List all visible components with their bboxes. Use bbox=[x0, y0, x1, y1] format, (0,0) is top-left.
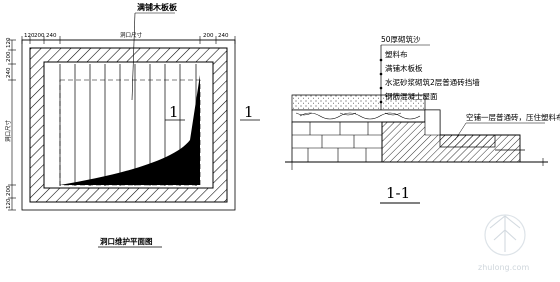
dim-left-120: 120 bbox=[6, 37, 12, 48]
section-mark-right: 1 bbox=[244, 103, 254, 121]
plan-caption: 洞口维护平面图 bbox=[99, 236, 153, 246]
section-mark-left: 1 bbox=[169, 103, 179, 121]
watermark: zhulong.com bbox=[478, 214, 529, 272]
dim-left-200: 200 bbox=[6, 51, 12, 62]
brick-wall-left bbox=[291, 121, 383, 163]
loose-brick-layer bbox=[439, 134, 496, 148]
dim-top-opening: 洞口尺寸 bbox=[120, 31, 143, 39]
dim-left-200-b: 200 bbox=[6, 185, 12, 196]
plank-layer bbox=[291, 109, 426, 123]
dim-top-240-a: 240 bbox=[46, 33, 57, 39]
dim-top-200-b: 200 bbox=[203, 33, 214, 39]
sand-layer bbox=[291, 94, 426, 111]
layer-label-sand: 50厚砌筑沙 bbox=[381, 34, 421, 44]
top-dimension: 120 200 240 洞口尺寸 200 240 bbox=[21, 31, 236, 44]
section-cut-wedge bbox=[60, 75, 200, 185]
dim-top-120: 120 bbox=[24, 33, 35, 39]
section-cut-marker: 1 1 bbox=[165, 103, 260, 121]
layer-label-brick-wall: 水泥砂浆砌筑2层普通砖挡墙 bbox=[385, 77, 480, 87]
plank-label: 满铺木板板 bbox=[131, 2, 178, 101]
dim-top-200-a: 200 bbox=[34, 33, 45, 39]
dim-top-240-b: 240 bbox=[218, 33, 229, 39]
brick-step bbox=[424, 109, 441, 136]
layer-label-plastic: 塑料布 bbox=[385, 49, 408, 59]
watermark-text: zhulong.com bbox=[478, 263, 529, 272]
dim-left-120-b: 120 bbox=[6, 198, 12, 209]
section-view: 50厚砌筑沙 塑料布 满铺木板板 水泥砂浆砌筑2层普通砖挡墙 钢筋混凝土屋面 bbox=[285, 34, 560, 204]
plank-label-text: 满铺木板板 bbox=[137, 2, 178, 12]
section-title: 1-1 bbox=[386, 184, 410, 202]
dim-left-240: 240 bbox=[6, 67, 12, 78]
enclosure-wall bbox=[21, 39, 236, 211]
left-dimension: 120 200 240 洞口尺寸 200 120 bbox=[4, 37, 16, 211]
side-note-text: 空铺一层普通砖，压住塑料布 bbox=[466, 112, 560, 122]
layer-label-planks: 满铺木板板 bbox=[385, 63, 423, 73]
dim-left-opening: 洞口尺寸 bbox=[4, 119, 12, 142]
plan-view: 120 200 240 洞口尺寸 200 240 120 200 240 洞口尺… bbox=[4, 2, 260, 248]
